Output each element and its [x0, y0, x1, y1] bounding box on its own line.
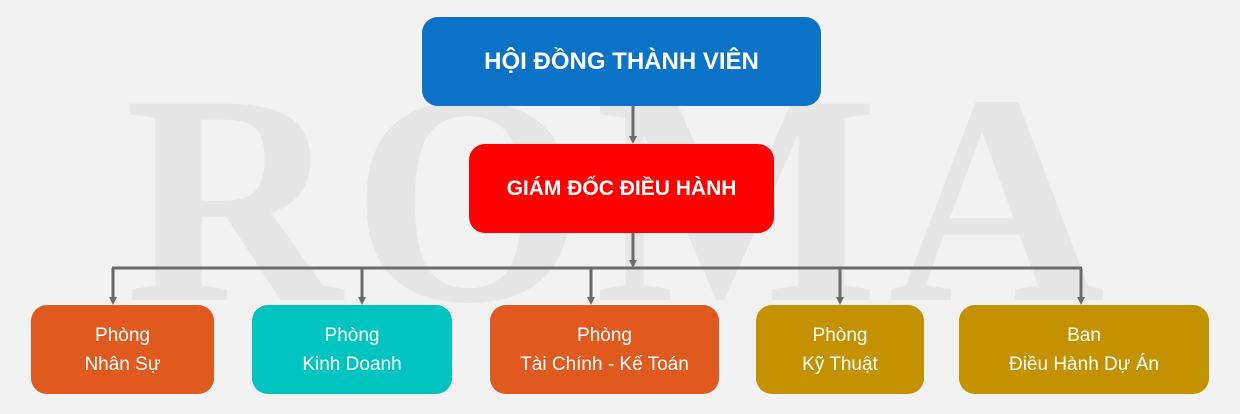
board-label: HỘI ĐỒNG THÀNH VIÊN: [484, 47, 759, 75]
dept-line1: Phòng: [577, 324, 632, 346]
dept-line1: Phòng: [812, 324, 868, 346]
dept-line2: Tài Chính - Kế Toán: [520, 353, 689, 375]
director-label: GIÁM ĐỐC ĐIỀU HÀNH: [506, 176, 737, 200]
dept-node-finance: Phòng Tài Chính - Kế Toán: [490, 305, 719, 394]
dept-line2: Điều Hành Dự Án: [1008, 353, 1159, 375]
dept-node-technical: Phòng Kỹ Thuật: [756, 305, 924, 394]
dept-line2: Kỹ Thuật: [802, 353, 878, 375]
dept-node-hr: Phòng Nhân Sự: [31, 305, 214, 394]
board-node: HỘI ĐỒNG THÀNH VIÊN: [422, 17, 821, 106]
director-node: GIÁM ĐỐC ĐIỀU HÀNH: [469, 144, 774, 233]
dept-node-sales: Phòng Kinh Doanh: [252, 305, 452, 394]
dept-line1: Phòng: [95, 324, 150, 346]
dept-line1: Phòng: [324, 324, 380, 346]
dept-node-project-board: Ban Điều Hành Dự Án: [959, 305, 1209, 394]
dept-line1: Ban: [1067, 324, 1101, 346]
dept-line2: Nhân Sự: [84, 353, 161, 375]
dept-line2: Kinh Doanh: [302, 353, 402, 375]
